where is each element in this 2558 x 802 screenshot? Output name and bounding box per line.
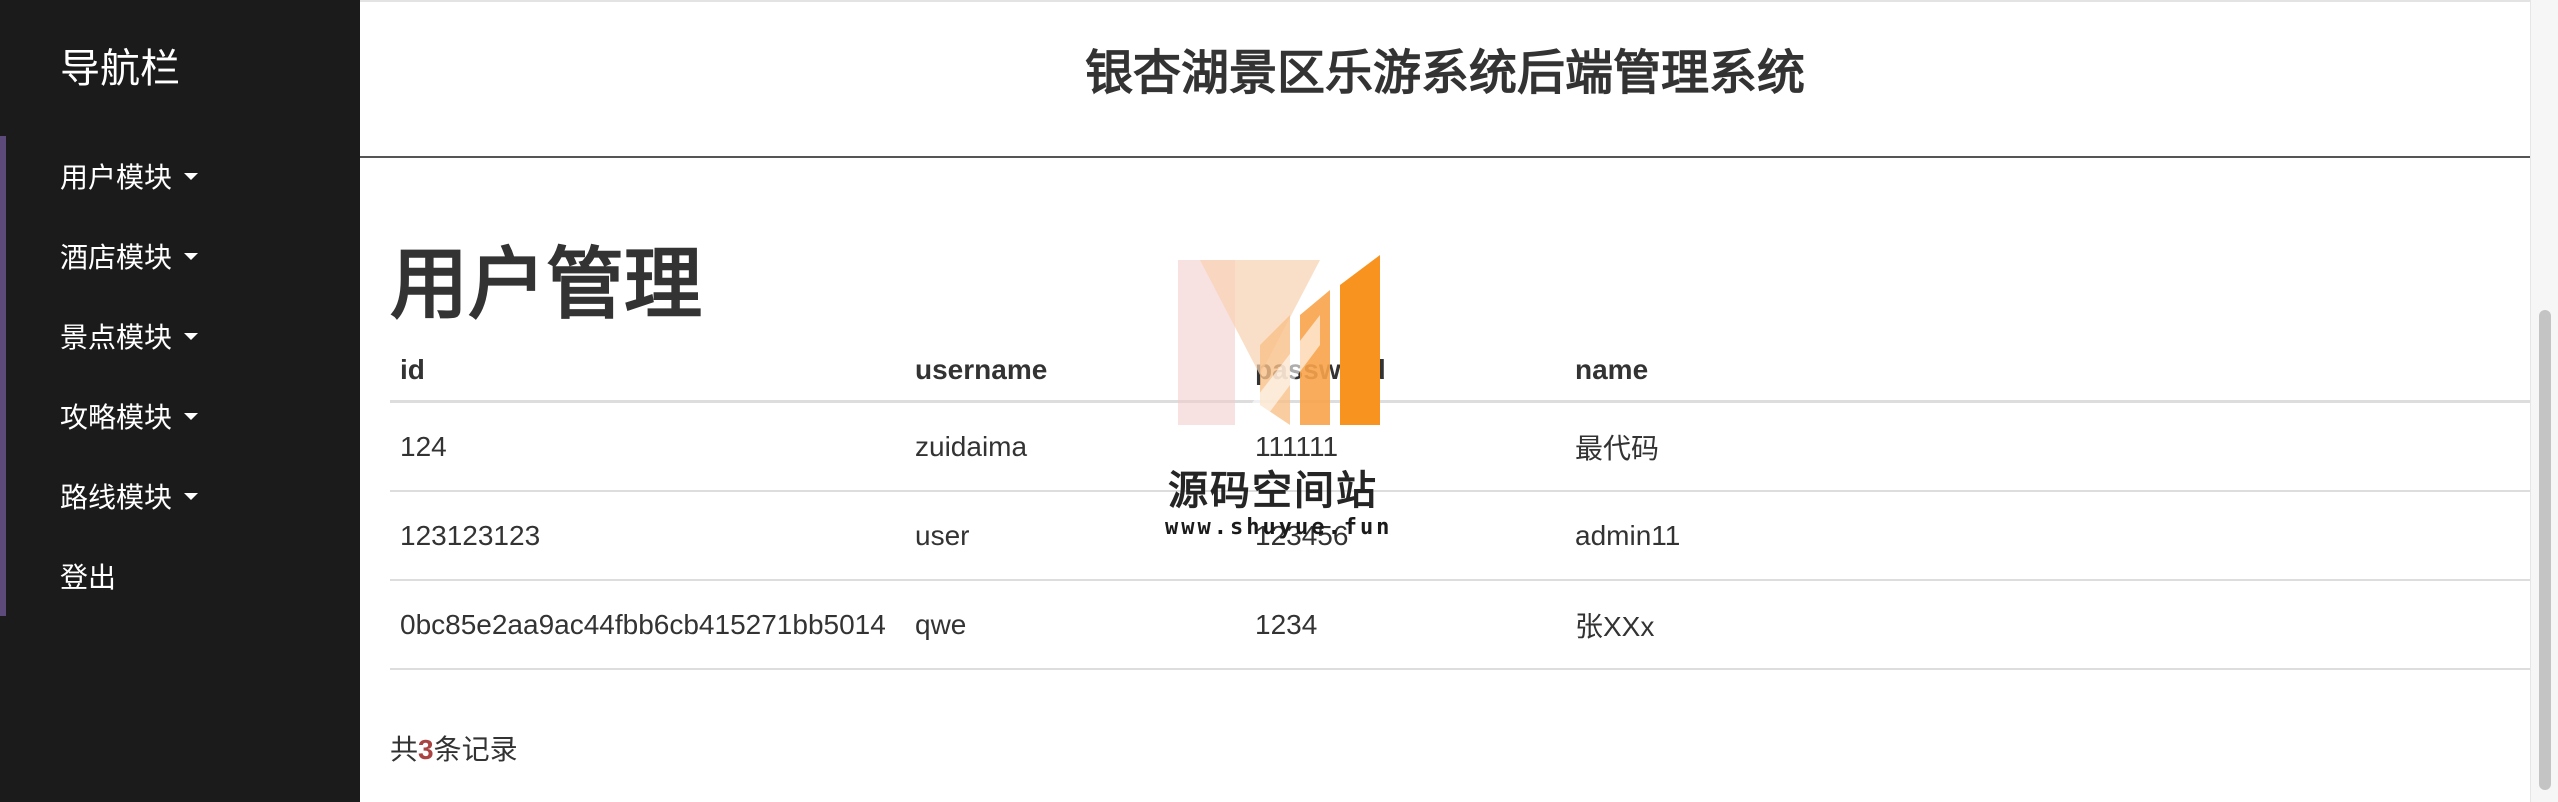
caret-down-icon — [184, 252, 199, 260]
cell-password: 123456 — [1245, 491, 1565, 581]
sidebar-item-scenic-module[interactable]: 景点模块 — [0, 296, 360, 376]
column-header-username: username — [905, 340, 1245, 403]
nav-list: 用户模块 酒店模块 景点模块 攻略模块 路线模块 登出 — [0, 136, 360, 616]
sidebar-title: 导航栏 — [60, 47, 180, 91]
cell-username: qwe — [905, 580, 1245, 670]
page-title: 用户管理 — [390, 240, 703, 328]
column-header-name: name — [1565, 340, 2530, 403]
user-table: id username password name 124 zuidaima 1… — [390, 340, 2530, 670]
sidebar-item-label: 酒店模块 — [60, 242, 173, 273]
sidebar-item-label: 景点模块 — [60, 322, 173, 353]
cell-username: zuidaima — [905, 401, 1245, 492]
cell-password: 111111 — [1245, 401, 1565, 492]
caret-down-icon — [184, 492, 199, 500]
table-header-row: id username password name — [390, 340, 2530, 403]
system-title: 银杏湖景区乐游系统后端管理系统 — [1084, 47, 1805, 100]
cell-username: user — [905, 491, 1245, 581]
sidebar-item-label: 用户模块 — [60, 162, 173, 193]
sidebar-item-route-module[interactable]: 路线模块 — [0, 456, 360, 536]
sidebar-item-label: 路线模块 — [60, 482, 173, 513]
table-row: 123123123 user 123456 admin11 — [390, 491, 2530, 581]
cell-id: 123123123 — [390, 491, 905, 581]
caret-down-icon — [184, 332, 199, 340]
record-count: 共3条记录 — [390, 728, 518, 768]
record-count-number: 3 — [418, 734, 434, 765]
sidebar-item-hotel-module[interactable]: 酒店模块 — [0, 216, 360, 296]
sidebar-item-label: 攻略模块 — [60, 402, 173, 433]
column-header-id: id — [390, 340, 905, 403]
caret-down-icon — [184, 412, 199, 420]
column-header-password: password — [1245, 340, 1565, 403]
cell-name: 张XXx — [1565, 580, 2530, 670]
sidebar: 导航栏 用户模块 酒店模块 景点模块 攻略模块 路线模块 — [0, 0, 360, 802]
vertical-scrollbar[interactable] — [2530, 0, 2558, 802]
sidebar-item-label: 登出 — [60, 562, 117, 593]
scrollbar-thumb[interactable] — [2539, 310, 2551, 790]
sidebar-item-guide-module[interactable]: 攻略模块 — [0, 376, 360, 456]
page-header: 银杏湖景区乐游系统后端管理系统 — [360, 0, 2530, 158]
sidebar-item-logout[interactable]: 登出 — [0, 536, 360, 616]
cell-name: 最代码 — [1565, 401, 2530, 492]
cell-password: 1234 — [1245, 580, 1565, 670]
table-row: 124 zuidaima 111111 最代码 — [390, 401, 2530, 492]
cell-name: admin11 — [1565, 491, 2530, 581]
caret-down-icon — [184, 172, 199, 180]
record-count-suffix: 条记录 — [433, 734, 518, 765]
cell-id: 124 — [390, 401, 905, 492]
sidebar-accent-bar — [0, 136, 6, 616]
sidebar-item-user-module[interactable]: 用户模块 — [0, 136, 360, 216]
record-count-prefix: 共 — [390, 734, 419, 765]
cell-id: 0bc85e2aa9ac44fbb6cb415271bb5014 — [390, 580, 905, 670]
table-row: 0bc85e2aa9ac44fbb6cb415271bb5014 qwe 123… — [390, 580, 2530, 670]
